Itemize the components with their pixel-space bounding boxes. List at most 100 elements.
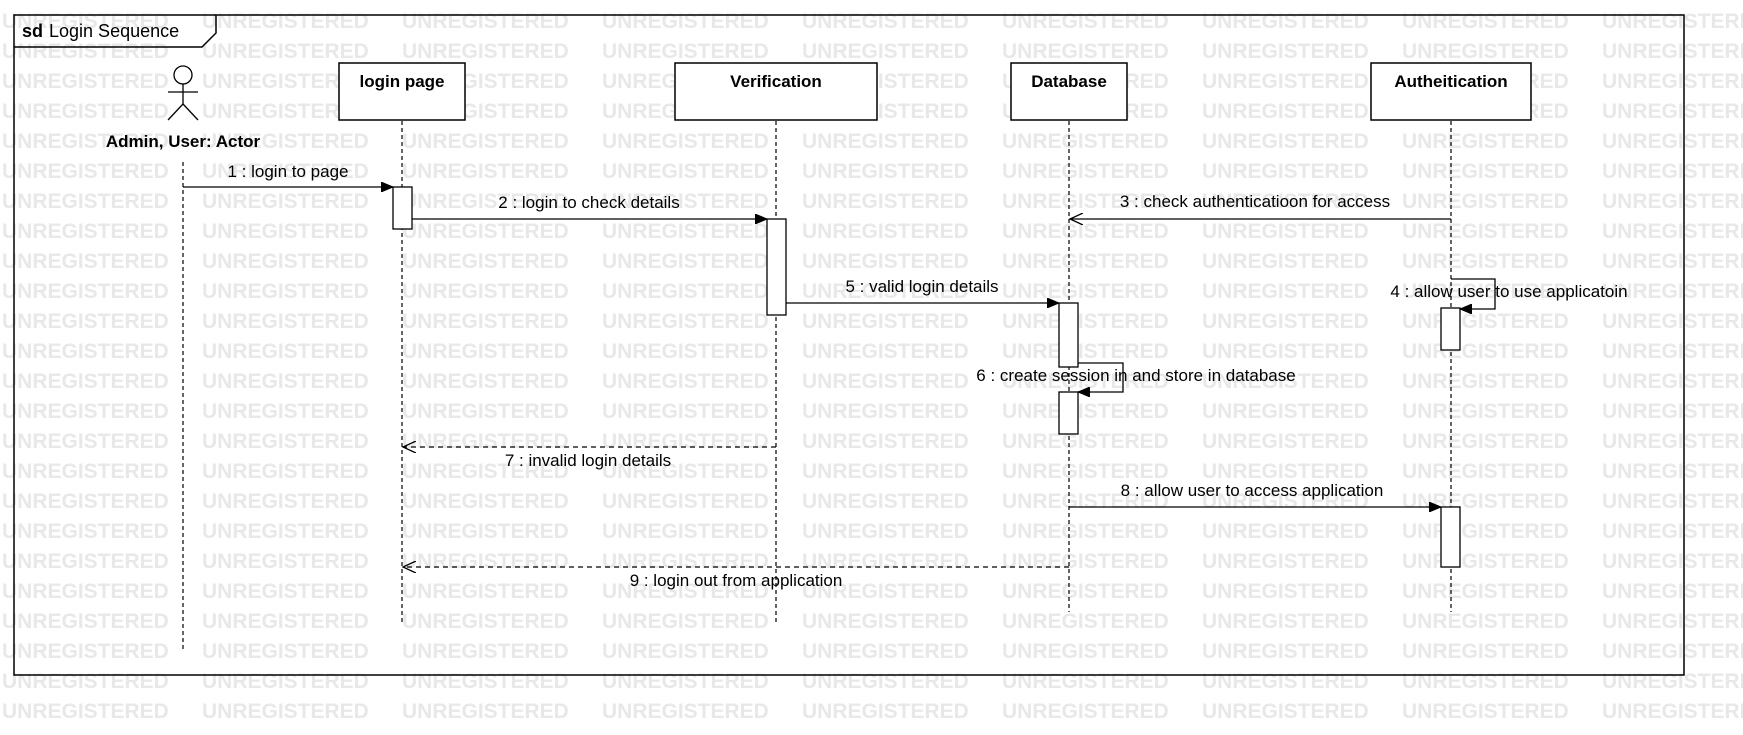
message-label: 7 : invalid login details [505,451,671,470]
watermark-text: UNREGISTERED [1002,520,1169,543]
watermark-text: UNREGISTERED [2,40,169,63]
watermark-text: UNREGISTERED [2,430,169,453]
watermark-text: UNREGISTERED [1002,400,1169,423]
message-5: 5 : valid login details [786,277,1059,303]
watermark-text: UNREGISTERED [402,640,569,663]
watermark-text: UNREGISTERED [2,130,169,153]
watermark-text: UNREGISTERED [1602,700,1743,723]
message-2: 2 : login to check details [412,193,767,219]
message-label: 9 : login out from application [630,571,843,590]
watermark-text: UNREGISTERED [1202,130,1369,153]
watermark-text: UNREGISTERED [802,460,969,483]
watermark-text: UNREGISTERED [1002,220,1169,243]
watermark-text: UNREGISTERED [1602,100,1743,123]
watermark-text: UNREGISTERED [602,250,769,273]
watermark-text: UNREGISTERED [602,700,769,723]
watermark-text: UNREGISTERED [2,610,169,633]
actor-label: Admin, User: Actor [106,132,261,151]
watermark-text: UNREGISTERED [1202,550,1369,573]
watermark-text: UNREGISTERED [1402,190,1569,213]
watermark-text: UNREGISTERED [2,520,169,543]
watermark-text: UNREGISTERED [802,190,969,213]
frame-keyword: sd [22,21,43,41]
watermark-text: UNREGISTERED [1202,640,1369,663]
watermark-text: UNREGISTERED [602,640,769,663]
watermark-text: UNREGISTERED [1002,250,1169,273]
watermark-text: UNREGISTERED [2,370,169,393]
watermark-text: UNREGISTERED [1002,640,1169,663]
watermark-text: UNREGISTERED [2,160,169,183]
watermark-text: UNREGISTERED [1002,340,1169,363]
watermark-text: UNREGISTERED [802,700,969,723]
watermark-text: UNREGISTERED [602,220,769,243]
watermark-text: UNREGISTERED [202,70,369,93]
watermark-text: UNREGISTERED [402,340,569,363]
watermark-text: UNREGISTERED [1602,490,1743,513]
watermark-text: UNREGISTERED [402,250,569,273]
participant-label: Database [1031,72,1107,91]
watermark-text: UNREGISTERED [202,700,369,723]
watermark-text: UNREGISTERED [1602,460,1743,483]
watermark-text: UNREGISTERED [1402,640,1569,663]
watermark-text: UNREGISTERED [2,250,169,273]
watermark-text: UNREGISTERED [602,190,769,213]
message-8: 8 : allow user to access application [1069,481,1441,507]
watermark-text: UNREGISTERED [1402,160,1569,183]
watermark-text: UNREGISTERED [202,160,369,183]
watermark-text: UNREGISTERED [2,700,169,723]
watermark-text: UNREGISTERED [202,490,369,513]
watermark-text: UNREGISTERED [1202,520,1369,543]
watermark-text: UNREGISTERED [602,610,769,633]
watermark-text: UNREGISTERED [802,520,969,543]
activation-authentication-1 [1440,307,1461,351]
message-label: 2 : login to check details [498,193,679,212]
message-4: 4 : allow user to use applicatoin [1390,278,1628,309]
watermark-text: UNREGISTERED [2,340,169,363]
watermark-text: UNREGISTERED [602,520,769,543]
watermark-text: UNREGISTERED [202,640,369,663]
watermark-text: UNREGISTERED [802,280,969,303]
watermark-text: UNREGISTERED [602,460,769,483]
watermark-text: UNREGISTERED [1602,580,1743,603]
watermark-text: UNREGISTERED [1402,220,1569,243]
watermark-text: UNREGISTERED [202,220,369,243]
watermark-text: UNREGISTERED [2,580,169,603]
participant-verification: Verification [674,62,878,121]
watermark-text: UNREGISTERED [1602,640,1743,663]
participant-authentication: Autheitication [1370,62,1532,121]
watermark-text: UNREGISTERED [1202,700,1369,723]
watermark-text: UNREGISTERED [802,160,969,183]
watermark-text: UNREGISTERED [1002,190,1169,213]
participant-label: Autheitication [1394,72,1507,91]
watermark-text: UNREGISTERED [1202,100,1369,123]
watermark-text: UNREGISTERED [802,610,969,633]
watermark-text: UNREGISTERED [2,550,169,573]
message-label: 1 : login to page [228,162,349,181]
watermark-text: UNREGISTERED [2,490,169,513]
watermark-text: UNREGISTERED [1002,700,1169,723]
watermark-text: UNREGISTERED [602,280,769,303]
watermark-text: UNREGISTERED [1202,220,1369,243]
watermark-text: UNREGISTERED [202,280,369,303]
watermark-text: UNREGISTERED [1202,610,1369,633]
message-label: 3 : check authenticatioon for access [1120,192,1390,211]
watermark-text: UNREGISTERED [202,340,369,363]
watermark-text: UNREGISTERED [1402,280,1569,303]
watermark-text: UNREGISTERED [1602,400,1743,423]
watermark-text: UNREGISTERED [1402,400,1569,423]
watermark-text: UNREGISTERED [202,190,369,213]
watermark-text: UNREGISTERED [602,490,769,513]
watermark-text: UNREGISTERED [202,520,369,543]
watermark-text: UNREGISTERED [1402,700,1569,723]
message-arrow [1078,362,1124,392]
watermark-text: UNREGISTERED [802,640,969,663]
watermark-text: UNREGISTERED [802,370,969,393]
watermark-text: UNREGISTERED [1202,160,1369,183]
watermark-text: UNREGISTERED [602,40,769,63]
watermark-text: UNREGISTERED [2,100,169,123]
watermark-text: UNREGISTERED [402,700,569,723]
watermark-text: UNREGISTERED [802,340,969,363]
watermark-text: UNREGISTERED [1202,340,1369,363]
watermark-text: UNREGISTERED [402,580,569,603]
